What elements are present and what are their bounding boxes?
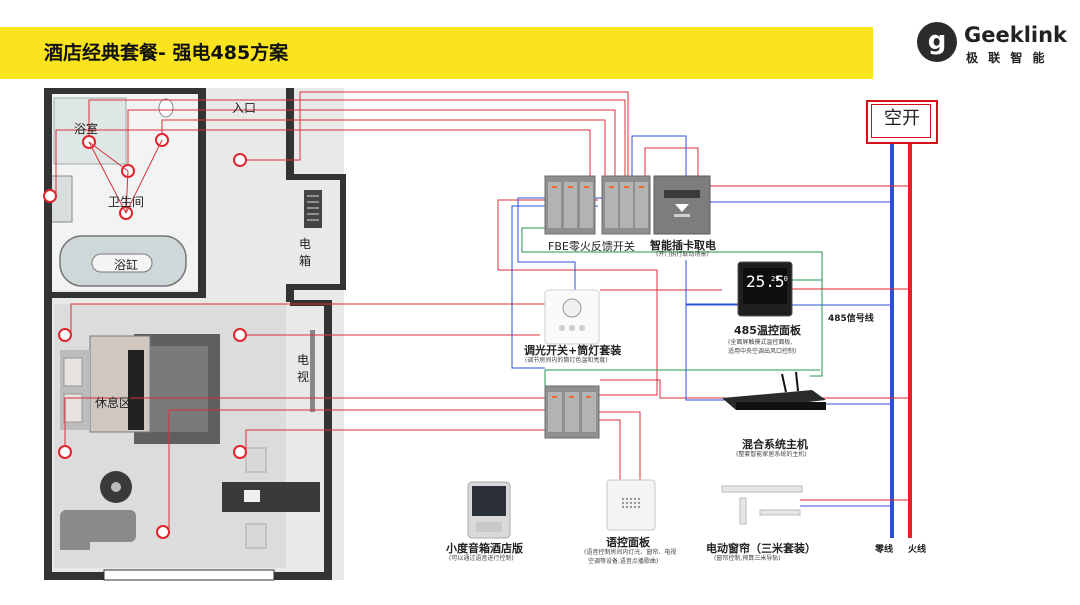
dimmer-panel — [544, 289, 600, 345]
signal-line-label: 485信号线 — [828, 314, 874, 324]
voice-panel-sub2: 空调等设备,语音点播歌曲) — [588, 558, 659, 565]
live-label: 火线 — [908, 545, 927, 555]
brand-subtitle: 极 联 智 能 — [966, 51, 1048, 65]
breaker-box-inner — [871, 104, 931, 138]
card-power-label: 智能插卡取电 — [650, 239, 716, 252]
host-device — [722, 371, 826, 410]
fbe-switch-label: FBE零火反馈开关 — [548, 240, 635, 253]
page-title: 酒店经典套餐- 强电485方案 — [44, 42, 289, 64]
curtain-label: 电动窗帘（三米套装） — [706, 542, 816, 555]
neutral-label: 零线 — [875, 545, 894, 555]
thermostat-sub2: 适用中央空调出风口控制) — [728, 348, 797, 355]
thermostat-label: 485温控面板 — [734, 324, 801, 337]
curtain-sub: (窗帘控制,预算三米导轨) — [714, 555, 781, 562]
label-entrance: 入口 — [232, 101, 257, 115]
curtain-device — [721, 485, 803, 525]
thermostat-display-side: 29.0 — [771, 275, 788, 283]
voice-panel-label: 语控面板 — [606, 536, 650, 549]
header-banner — [0, 27, 873, 79]
label-toilet: 卫生间 — [108, 195, 145, 209]
brand-name: Geeklink — [964, 23, 1068, 47]
floorplan — [43, 88, 346, 581]
voice-panel-sub1: (语音控制房间内灯光、窗帘、电视 — [584, 549, 677, 556]
thermostat-display: 25.5 — [746, 272, 785, 291]
thermostat-sub1: (全面屏触摸式温控面板, — [728, 339, 793, 346]
card-power-panel — [653, 175, 711, 235]
label-electric-box: 电 箱 — [298, 237, 311, 268]
fbe-switch-bottom — [544, 385, 600, 439]
breaker-box — [866, 100, 938, 144]
speaker-sub: (可以通过语音进行控制) — [449, 555, 514, 562]
breaker-label: 空开 — [884, 108, 920, 129]
fbe-switch-top — [544, 175, 651, 235]
card-power-sub: (开门执行联动场景) — [656, 251, 709, 258]
speaker-device — [467, 481, 511, 539]
host-sub: (整套智能家居系统的主机) — [736, 451, 807, 458]
dimmer-label: 调光开关+筒灯套装 — [524, 344, 622, 357]
label-bathtub: 浴缸 — [114, 258, 139, 272]
label-bathroom: 浴室 — [74, 122, 99, 136]
speaker-label: 小度音箱酒店版 — [446, 542, 523, 555]
dimmer-sub: (调节房间内的筒灯色温和亮度) — [525, 357, 608, 364]
label-tv: 电 视 — [296, 353, 309, 384]
voice-panel-device — [606, 479, 656, 531]
geeklink-logo-icon — [917, 22, 957, 62]
logo-letter: g — [927, 26, 947, 56]
label-rest-area: 休息区 — [95, 396, 132, 410]
host-label: 混合系统主机 — [742, 438, 808, 451]
thermostat-panel — [737, 261, 793, 317]
